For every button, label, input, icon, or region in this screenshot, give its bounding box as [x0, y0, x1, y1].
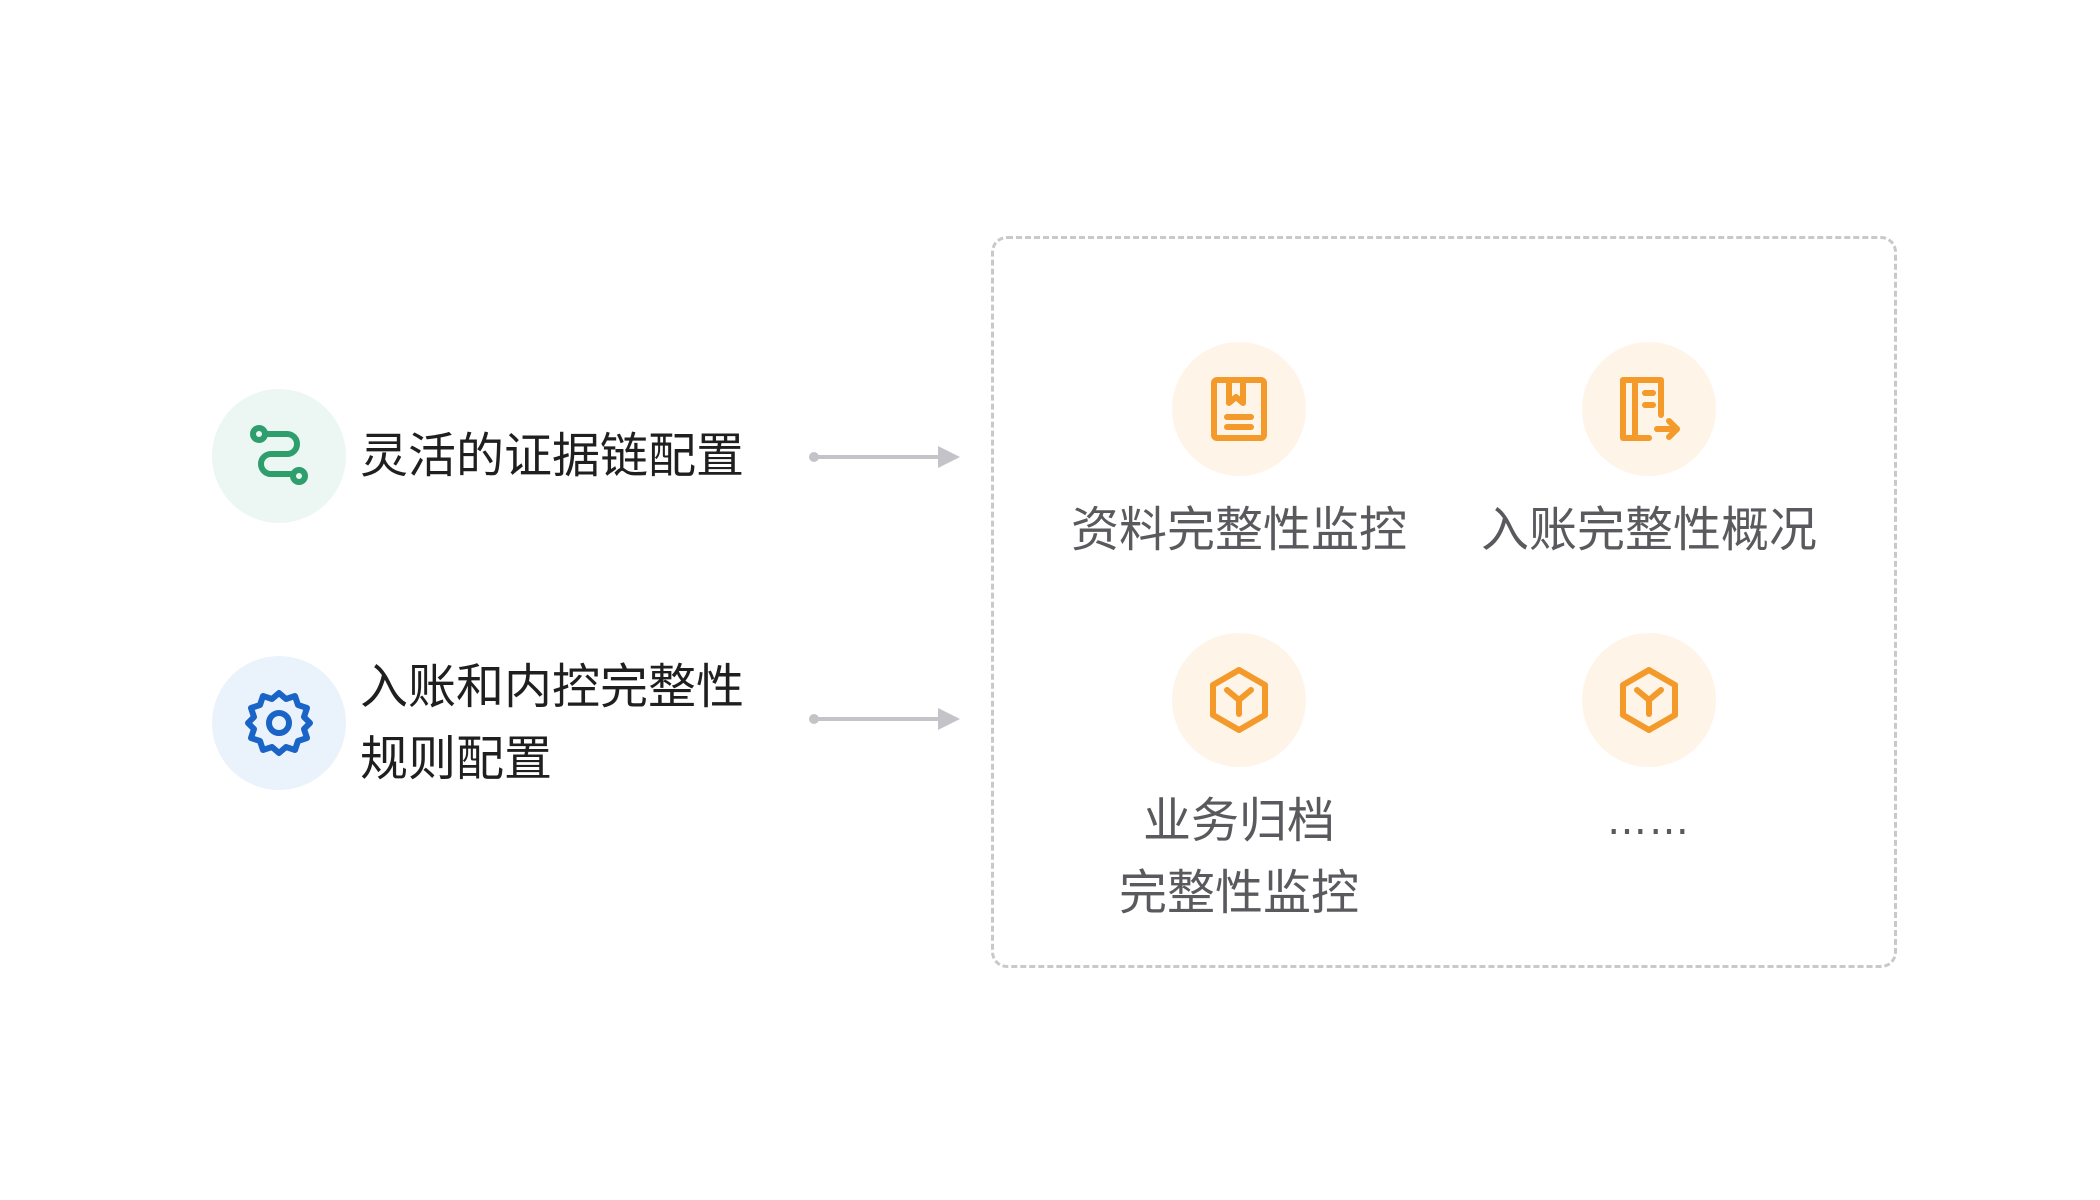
- arrow-bottom: [809, 708, 960, 730]
- features-panel: 资料完整性监控 入账完整性概况: [991, 236, 1897, 968]
- feature-label: 业务归档 完整性监控: [1118, 793, 1359, 921]
- integrity-rules-config-label: 入账和内控完整性 规则配置: [360, 659, 745, 787]
- more-ellipsis: ……: [1607, 798, 1691, 844]
- evidence-chain-config-label: 灵活的证据链配置: [360, 428, 745, 484]
- feature-entry-integrity-overview: 入账完整性概况: [1459, 342, 1839, 566]
- document-export-icon: [1620, 377, 1680, 441]
- feature-more: ……: [1459, 633, 1839, 857]
- feature-icon-circle: [1172, 342, 1306, 476]
- arrow-top: [809, 446, 960, 468]
- feature-business-archive-integrity: 业务归档 完整性监控: [1049, 633, 1429, 929]
- feature-material-integrity: 资料完整性监控: [1049, 342, 1429, 566]
- bookmark-book-icon: [1211, 377, 1267, 441]
- integrity-rules-config-item: 入账和内控完整性 规则配置: [212, 651, 744, 795]
- evidence-chain-config-item: 灵活的证据链配置: [212, 389, 744, 523]
- feature-label: 资料完整性监控: [1070, 502, 1407, 558]
- feature-icon-circle: [1582, 633, 1716, 767]
- integrity-rules-icon-circle: [212, 656, 346, 790]
- route-icon: [250, 425, 308, 485]
- feature-icon-circle: [1172, 633, 1306, 767]
- cube-icon: [1620, 667, 1678, 733]
- feature-label: 入账完整性概况: [1480, 502, 1817, 558]
- evidence-chain-icon-circle: [212, 389, 346, 523]
- cube-icon: [1210, 667, 1268, 733]
- feature-icon-circle: [1582, 342, 1716, 476]
- gear-icon: [245, 690, 313, 756]
